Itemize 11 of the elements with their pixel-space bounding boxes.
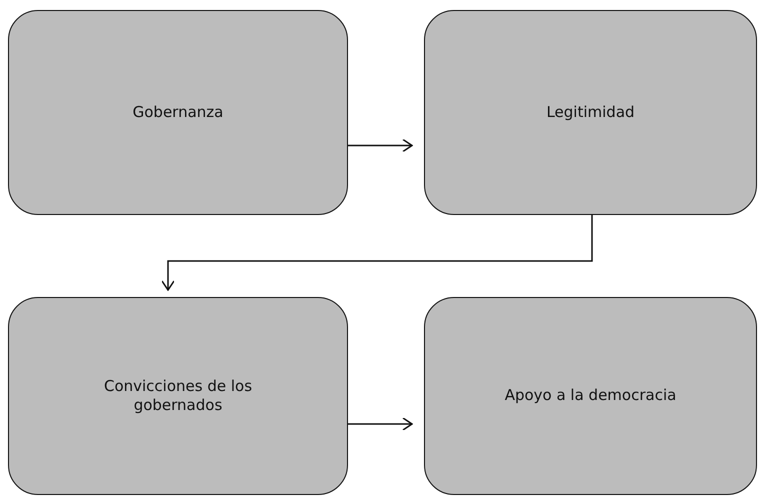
process-box — [8, 297, 348, 495]
process-box — [424, 10, 757, 215]
arrow — [348, 138, 413, 152]
process-box — [424, 297, 757, 495]
node-label: Convicciones de los gobernados — [103, 376, 253, 416]
arrow — [348, 417, 413, 431]
node-label: Gobernanza — [132, 102, 224, 122]
process-box — [8, 10, 348, 215]
node-label: Legitimidad — [546, 102, 635, 122]
arrow — [161, 215, 593, 291]
node-label: Apoyo a la democracia — [504, 386, 676, 406]
